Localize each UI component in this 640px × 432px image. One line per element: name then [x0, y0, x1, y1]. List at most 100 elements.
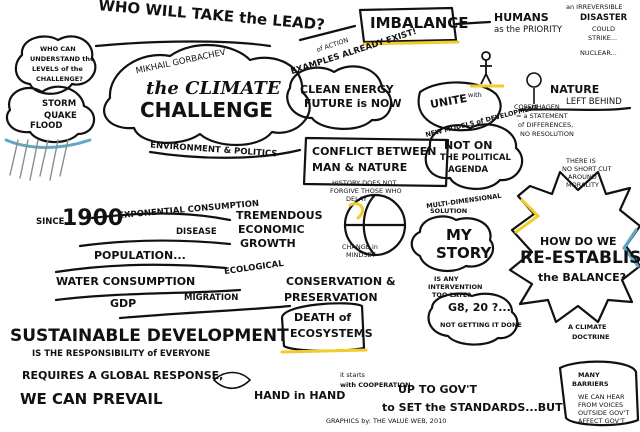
shortcut-line3: AROUND [568, 173, 597, 181]
intervention-line1: IS ANY [434, 275, 459, 283]
starts-line2: with COOPERATION [340, 381, 411, 389]
climate-title-line2: CHALLENGE [140, 98, 273, 122]
arrow-env [148, 148, 302, 159]
conflict-box [302, 136, 450, 188]
climate-doctrine-line2: DOCTRINE [572, 333, 610, 341]
humans-line1: HUMANS [494, 11, 549, 24]
under-who-lead [94, 40, 272, 48]
how-line3: the BALANCE? [538, 271, 626, 284]
clean-energy-line1: CLEAN ENERGY [300, 83, 394, 96]
conflict-line2: MAN & NATURE [312, 161, 408, 174]
since-label: SINCE [36, 217, 65, 227]
yellow-accent-death [280, 348, 368, 354]
year-label: 1900 [62, 206, 124, 231]
unite-outline [417, 81, 502, 132]
shortcut-line1: THERE IS [566, 157, 596, 165]
how-line1: HOW DO WE [540, 235, 617, 248]
set-standards-label: to SET the STANDARDS...BUT [382, 401, 563, 414]
death-line2: ECOSYSTEMS [290, 327, 373, 340]
arrow-to-imbalance [298, 24, 357, 42]
shortcut-line4: MORALITY [566, 181, 599, 189]
flood-label: FLOOD [30, 121, 63, 131]
copenhagen-line4: NO RESOLUTION [520, 130, 574, 138]
death-box [280, 302, 366, 352]
arrow-to-humans [454, 20, 492, 26]
who-can-line4: CHALLENGE? [36, 75, 83, 83]
not-on-line3: AGENDA [448, 165, 489, 175]
not-getting-label: NOT GETTING IT DONE [440, 321, 522, 329]
storm-cloud-outline [5, 85, 95, 144]
my-story-line1: MY [446, 226, 472, 244]
credit-label: GRAPHICS by: THE VALUE WEB, 2010 [326, 417, 447, 425]
g8-label: G8, 20 ?... [448, 301, 511, 314]
human-body [480, 60, 492, 85]
handshake [212, 371, 252, 390]
who-can-line1: WHO CAN [40, 45, 76, 53]
sustainable-heading: SUSTAINABLE DEVELOPMENT [10, 326, 289, 346]
globe-meridian [343, 193, 407, 257]
climate-doctrine-line1: A CLIMATE [568, 323, 607, 331]
clean-energy-line2: FUTURE is NOW [304, 97, 402, 110]
shortcut-line2: NO SHORT CUT [562, 165, 612, 173]
copenhagen-line3: of DIFFERENCES, [518, 121, 574, 129]
rain-lines [9, 139, 69, 181]
voices-line4: AFFECT GOV'T [578, 417, 625, 425]
how-burst [508, 170, 640, 324]
flow-line-5 [118, 304, 292, 320]
disaster-line3: COULD [592, 25, 616, 33]
nuclear-label: NUCLEAR... [580, 49, 617, 57]
storm-label: STORM [42, 99, 77, 109]
history-line3: DELAY [346, 195, 367, 203]
mindset-line2: MINDSET [346, 251, 376, 259]
barriers-line2: BARRIERS [572, 380, 609, 388]
teal-accent-burst [622, 228, 640, 268]
prevail-label: WE CAN PREVAIL [20, 390, 163, 408]
responsibility-label: IS THE RESPONSIBILITY of EVERYONE [32, 349, 211, 359]
imbalance-heading: IMBALANCE [370, 14, 469, 32]
unite-with-label: with [468, 91, 482, 99]
voices-line3: OUTSIDE GOV'T [578, 409, 630, 417]
conflict-line1: CONFLICT BETWEEN [312, 145, 437, 158]
human-head [481, 51, 491, 61]
quake-label: QUAKE [44, 111, 77, 121]
mindset-line1: CHANGE in [342, 243, 378, 251]
starts-line1: it starts [340, 371, 365, 379]
migration-label: MIGRATION [184, 293, 239, 303]
intervention-line2: INTERVENTION [428, 283, 483, 291]
yellow-accent-burst [514, 198, 541, 234]
multi-line2: SOLUTION [430, 207, 468, 215]
barriers-line1: MANY [578, 371, 600, 379]
death-line1: DEATH of [294, 311, 352, 324]
how-line2: RE-ESTABLISH [520, 248, 640, 268]
copenhagen-line2: = a STATEMENT [516, 112, 568, 120]
gdp-label: GDP [110, 297, 137, 310]
hand-label: HAND in HAND [254, 389, 346, 402]
humans-line2: as the PRIORITY [494, 25, 563, 35]
imbalance-box [358, 6, 458, 44]
who-can-line2: UNDERSTAND the [30, 55, 95, 63]
tremendous-line3: GROWTH [240, 237, 296, 250]
flow-line-4 [54, 288, 242, 302]
flow-line-3 [54, 263, 228, 274]
water-label: WATER CONSUMPTION [56, 275, 196, 288]
tremendous-line2: ECONOMIC [238, 223, 305, 236]
g8-cloud [427, 292, 519, 346]
disaster-line2: DISASTER [580, 13, 628, 23]
not-on-line2: THE POLITICAL [440, 153, 511, 163]
disaster-line4: STRIKE... [588, 34, 618, 42]
disease-label: DISEASE [176, 227, 217, 237]
yellow-accent-imbalance [362, 40, 460, 46]
requires-label: REQUIRES A GLOBAL RESPONSE, [22, 369, 224, 382]
copenhagen-line1: COPENHAGEN [514, 103, 560, 111]
voices-line2: FROM VOICES [578, 401, 624, 409]
disaster-line1: an IRREVERSIBLE [566, 3, 623, 11]
tremendous-line1: TREMENDOUS [236, 209, 323, 222]
conservation-line2: PRESERVATION [284, 291, 378, 304]
tree-crown [526, 72, 542, 88]
conservation-line1: CONSERVATION & [286, 275, 396, 288]
nature-line [518, 106, 632, 112]
intervention-line3: TOO LATE? [432, 291, 472, 299]
nature-line2: LEFT BEHIND [566, 97, 622, 107]
